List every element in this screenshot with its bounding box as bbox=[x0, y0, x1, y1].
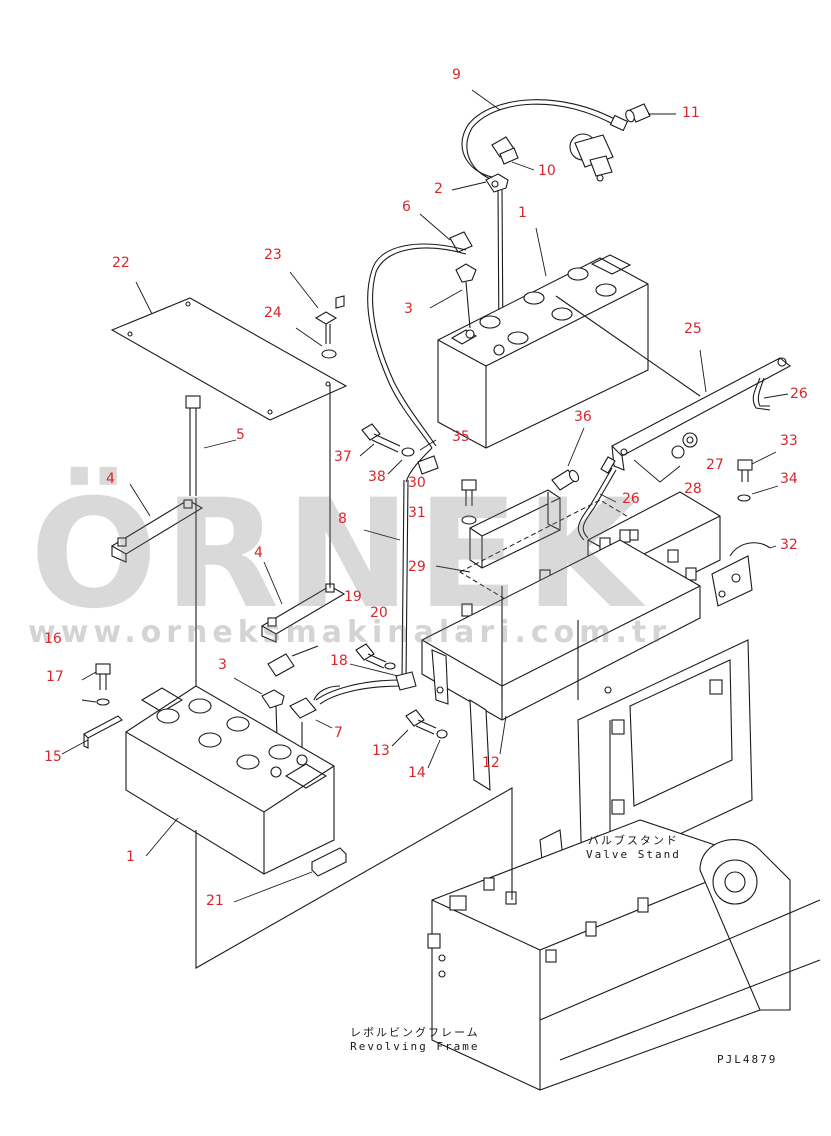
callout-21: 21 bbox=[206, 893, 224, 909]
callout-26-lower: 26 bbox=[622, 491, 640, 507]
bolt-20 bbox=[355, 643, 387, 669]
callout-13: 13 bbox=[372, 743, 390, 759]
valve-stand-label-en: Valve Stand bbox=[586, 847, 681, 861]
washer-38 bbox=[401, 447, 415, 457]
valve-stand-label: バルブスタンド Valve Stand bbox=[586, 834, 681, 862]
bracket-32 bbox=[711, 542, 771, 607]
callout-16: 16 bbox=[44, 631, 62, 647]
callout-33: 33 bbox=[780, 433, 798, 449]
callout-22: 22 bbox=[112, 255, 130, 271]
callout-8: 8 bbox=[338, 511, 347, 527]
callout-6: 6 bbox=[402, 199, 411, 215]
battery-lower bbox=[125, 685, 335, 875]
callout-26-upper: 26 bbox=[790, 386, 808, 402]
revolving-frame-label-jp: レボルビングフレーム bbox=[350, 1026, 480, 1039]
guide-lines bbox=[195, 295, 701, 969]
callout-28: 28 bbox=[684, 481, 702, 497]
bolt-30 bbox=[461, 479, 477, 506]
callout-18: 18 bbox=[330, 653, 348, 669]
bolt-13 bbox=[405, 709, 437, 735]
callout-24: 24 bbox=[264, 305, 282, 321]
callout-2: 2 bbox=[434, 181, 443, 197]
cable-8 bbox=[315, 447, 439, 705]
callout-12: 12 bbox=[482, 755, 500, 771]
callout-7: 7 bbox=[334, 725, 343, 741]
callout-37: 37 bbox=[334, 449, 352, 465]
callout-31: 31 bbox=[408, 505, 426, 521]
callout-15: 15 bbox=[44, 749, 62, 765]
nut-27 bbox=[682, 432, 698, 448]
cable-6 bbox=[367, 231, 477, 449]
callout-32: 32 bbox=[780, 537, 798, 553]
valve-stand-label-jp: バルブスタンド bbox=[587, 834, 679, 847]
callout-4-upper: 4 bbox=[106, 471, 115, 487]
revolving-frame bbox=[427, 819, 821, 1091]
rod-5 bbox=[185, 395, 201, 496]
callout-1-lower: 1 bbox=[126, 849, 135, 865]
bolt-37 bbox=[361, 423, 401, 453]
cable-7 bbox=[289, 685, 341, 760]
callout-19: 19 bbox=[344, 589, 362, 605]
battery-upper bbox=[437, 254, 649, 449]
callout-23: 23 bbox=[264, 247, 282, 263]
bar-25 bbox=[611, 357, 791, 471]
valve-stand bbox=[421, 539, 753, 941]
callout-5: 5 bbox=[236, 427, 245, 443]
terminal-3-lower bbox=[261, 645, 319, 771]
plate-15 bbox=[83, 715, 123, 749]
cable-26 bbox=[577, 456, 617, 541]
holddown-bar-4b bbox=[260, 583, 346, 643]
callout-17: 17 bbox=[46, 669, 64, 685]
callout-3-lower: 3 bbox=[218, 657, 227, 673]
spacer-21 bbox=[311, 847, 347, 877]
wing-bolt-23 bbox=[314, 295, 345, 344]
callout-34: 34 bbox=[780, 471, 798, 487]
cap-11 bbox=[625, 103, 651, 123]
leader-lines bbox=[61, 89, 789, 903]
callout-1-upper: 1 bbox=[518, 205, 527, 221]
callout-9: 9 bbox=[452, 67, 461, 83]
callout-35: 35 bbox=[452, 429, 470, 445]
callout-30: 30 bbox=[408, 475, 426, 491]
washer-14 bbox=[436, 729, 448, 739]
holddown-bar-4a bbox=[110, 499, 204, 563]
callout-25: 25 bbox=[684, 321, 702, 337]
callout-4-lower: 4 bbox=[254, 545, 263, 561]
bolt-33 bbox=[737, 459, 753, 482]
cap-36 bbox=[551, 469, 580, 491]
washer-17 bbox=[96, 698, 110, 706]
callout-38: 38 bbox=[368, 469, 386, 485]
battery-relay bbox=[569, 133, 614, 182]
callout-20: 20 bbox=[370, 605, 388, 621]
washer-31 bbox=[461, 515, 477, 525]
cap-10 bbox=[491, 136, 519, 165]
callout-27: 27 bbox=[706, 457, 724, 473]
callout-3-upper: 3 bbox=[404, 301, 413, 317]
callout-36: 36 bbox=[574, 409, 592, 425]
callout-14: 14 bbox=[408, 765, 426, 781]
callout-29: 29 bbox=[408, 559, 426, 575]
revolving-frame-label: レボルビングフレーム Revolving Frame bbox=[350, 1026, 480, 1054]
cover-plate-22 bbox=[110, 297, 348, 421]
drawing-code: PJL4879 bbox=[717, 1053, 778, 1066]
washer-19 bbox=[384, 662, 396, 670]
callout-11: 11 bbox=[682, 105, 700, 121]
callout-10: 10 bbox=[538, 163, 556, 179]
bolt-16 bbox=[95, 663, 111, 690]
battery-cable-9 bbox=[461, 99, 629, 183]
washer-24 bbox=[321, 349, 337, 359]
washer-28 bbox=[671, 445, 685, 459]
revolving-frame-label-en: Revolving Frame bbox=[350, 1039, 480, 1053]
washer-34 bbox=[737, 494, 751, 502]
